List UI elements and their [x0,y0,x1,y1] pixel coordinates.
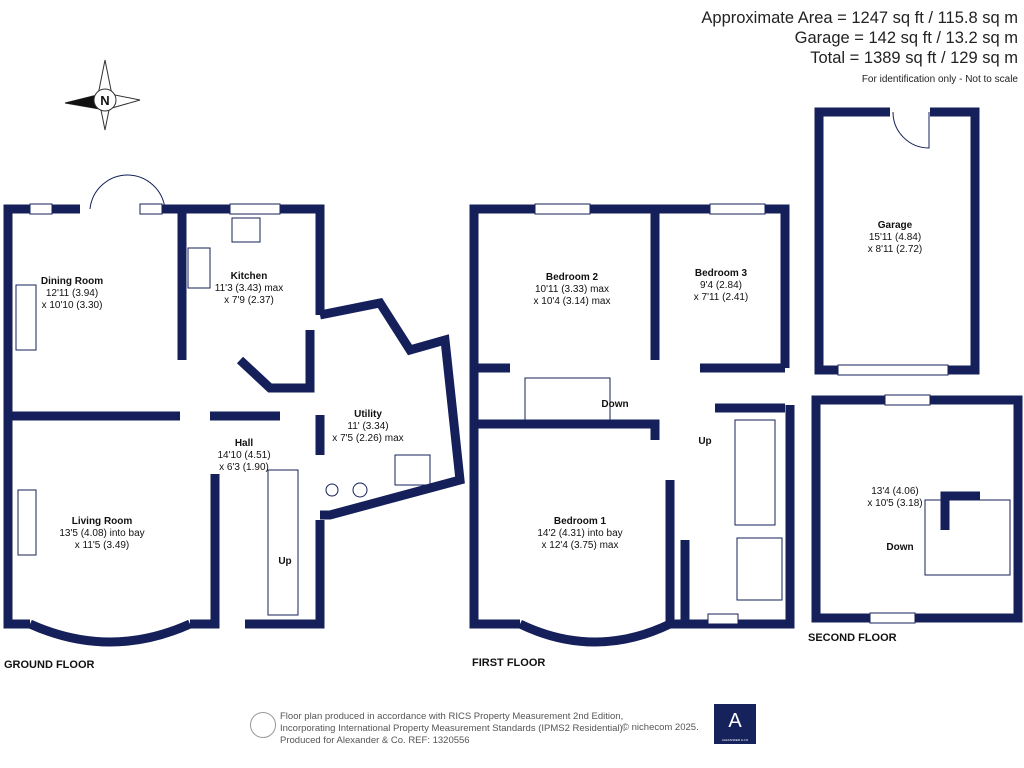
footer-line2: Incorporating International Property Mea… [280,723,626,734]
room-hall-name: Hall [235,438,254,449]
room-bedroom2-dim2: x 10'4 (3.14) max [534,296,611,307]
room-kitchen-dim1: 11'3 (3.43) max [215,283,283,294]
room-dining-name: Dining Room [41,276,103,287]
approximate-area: Approximate Area = 1247 sq ft / 115.8 sq… [701,9,1018,27]
copyright: © nichecom 2025. [622,722,699,733]
stairs-up-label: Up [278,556,291,567]
room-utility-name: Utility [354,409,382,420]
first-floor-plan: Bedroom 2 10'11 (3.33) max x 10'4 (3.14)… [469,203,795,669]
garage-area: Garage = 142 sq ft / 13.2 sq m [794,29,1018,47]
room-bedroom2-name: Bedroom 2 [546,272,599,283]
second-floor-dim1: 13'4 (4.06) [871,486,919,497]
room-bedroom1-name: Bedroom 1 [554,516,607,527]
second-floor-dim2: x 10'5 (3.18) [867,498,922,509]
first-floor-label: FIRST FLOOR [472,657,545,669]
stairs-down-label-second: Down [886,542,913,553]
footer-notes: Floor plan produced in accordance with R… [280,711,625,747]
ground-floor-label: GROUND FLOOR [4,659,94,671]
second-floor-plan: 13'4 (4.06) x 10'5 (3.18) Down SECOND FL… [808,394,1023,644]
ground-floor-plan: Dining Room 12'11 (3.94) x 10'10 (3.30) … [3,174,465,671]
room-bedroom3-name: Bedroom 3 [695,268,748,279]
footer-line3: Produced for Alexander & Co. REF: 132055… [280,735,470,746]
garage-dim2: x 8'11 (2.72) [868,244,923,255]
room-kitchen-dim2: x 7'9 (2.37) [224,295,274,306]
person-scale-icon [250,712,276,738]
total-area: Total = 1389 sq ft / 129 sq m [810,49,1018,67]
garage-dim1: 15'11 (4.84) [869,232,921,243]
room-bedroom2-dim1: 10'11 (3.33) max [535,284,609,295]
footer-line1: Floor plan produced in accordance with R… [280,711,624,722]
compass-label: N [100,93,109,108]
room-bedroom1-dim1: 14'2 (4.31) into bay [537,528,622,539]
room-hall-dim2: x 6'3 (1.90) [219,462,269,473]
room-bedroom3-dim1: 9'4 (2.84) [700,280,742,291]
room-hall-dim1: 14'10 (4.51) [217,450,270,461]
room-dining-dim2: x 10'10 (3.30) [42,300,103,311]
room-utility-dim2: x 7'5 (2.26) max [332,433,403,444]
room-kitchen-name: Kitchen [231,271,268,282]
area-summary: Approximate Area = 1247 sq ft / 115.8 sq… [701,8,1018,85]
room-bedroom3-dim2: x 7'11 (2.41) [694,292,749,303]
room-living-dim1: 13'5 (4.08) into bay [59,528,144,539]
stairs-up-label-first: Up [698,436,711,447]
room-living-dim2: x 11'5 (3.49) [75,540,130,551]
second-floor-label: SECOND FLOOR [808,632,897,644]
room-living-name: Living Room [72,516,133,527]
garage-name: Garage [878,220,913,231]
disclaimer: For identification only - Not to scale [861,74,1018,85]
compass-north-icon: N [64,59,141,131]
room-utility-dim1: 11' (3.34) [347,421,388,432]
garage-plan: Garage 15'11 (4.84) x 8'11 (2.72) [814,107,980,376]
room-bedroom1-dim2: x 12'4 (3.75) max [542,540,619,551]
room-dining-dim1: 12'11 (3.94) [46,288,98,299]
stairs-down-label: Down [601,399,628,410]
